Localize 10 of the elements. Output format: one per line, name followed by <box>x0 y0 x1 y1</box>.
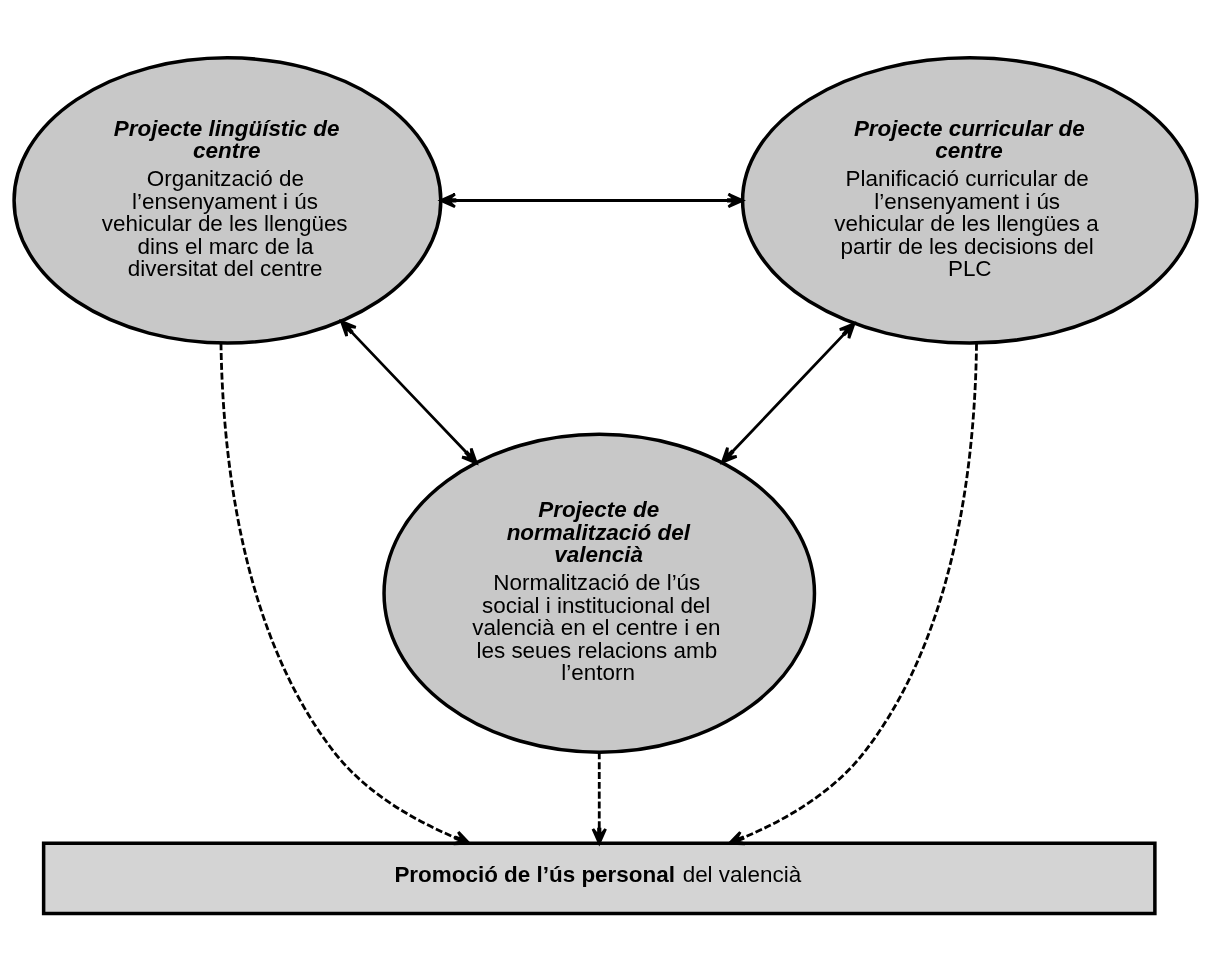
arrow <box>591 751 607 844</box>
node-ellipse: Projecte de normalització del valencià Normalització de l’ús social i institucional del valencià en el centre i en les seues relacions amb l’entorn <box>382 432 817 754</box>
node-box: Promoció de l’ús personal del valencià <box>41 840 1157 915</box>
node-ellipse: Projecte curricular de centre Planificació curricular de l’ensenyament i ús vehicular de les llengües a partir de les decisions del PLC <box>740 55 1199 345</box>
arrow <box>340 319 478 464</box>
node-ellipse: Projecte lingüístic de centre Organització de l’ensenyament i ús vehicular de les llengües dins el marc de la diversitat del centre <box>12 55 443 345</box>
arrow <box>721 321 856 464</box>
arrow <box>439 192 744 208</box>
arrow <box>728 343 978 845</box>
arrow <box>219 342 471 845</box>
